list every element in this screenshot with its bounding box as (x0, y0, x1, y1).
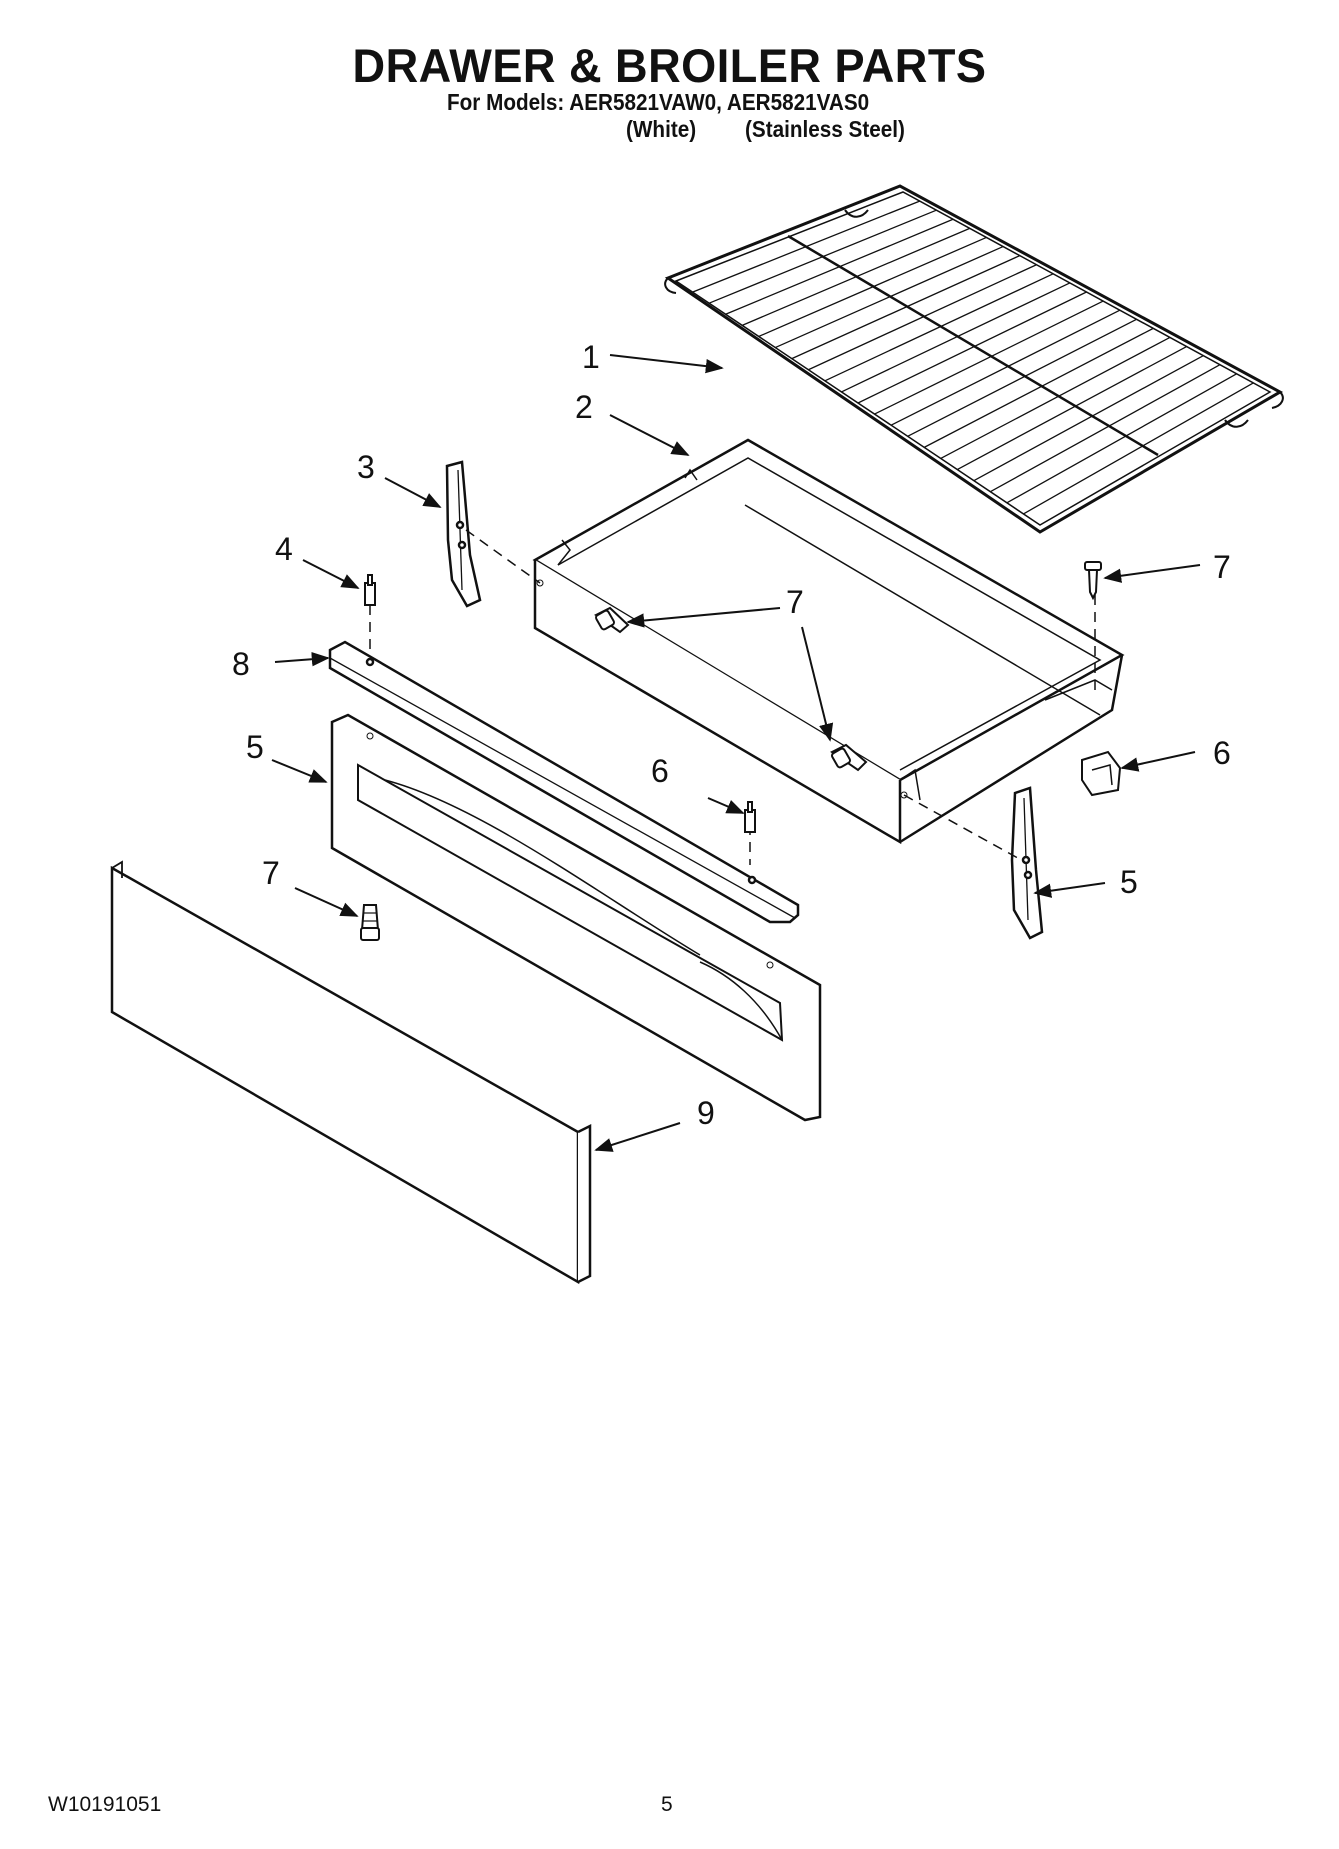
rack-bar (973, 355, 1204, 482)
callout-6-right: 6 (1213, 735, 1231, 771)
rack-bar (857, 291, 1087, 404)
oven-rack (664, 184, 1284, 534)
rack-bar (824, 273, 1054, 382)
callout-5-right: 5 (1120, 864, 1138, 900)
rail (328, 640, 800, 924)
rack-bar (791, 255, 1021, 360)
page-title: DRAWER & BROILER PARTS (352, 39, 987, 92)
rack-bar (1023, 382, 1254, 515)
variant-white: (White) (626, 116, 697, 142)
callout-7-top-right: 7 (1213, 549, 1231, 585)
callout-4: 4 (275, 531, 293, 567)
rack-bar (708, 209, 937, 304)
right-slide (1010, 786, 1044, 940)
rack-bar (741, 227, 970, 326)
clip-icon (1081, 750, 1122, 797)
screw-icon (360, 904, 380, 941)
callout-9: 9 (697, 1095, 715, 1131)
rack-bar (990, 364, 1221, 493)
rack-bar (692, 200, 920, 293)
page-number: 5 (661, 1793, 673, 1816)
rack-bar (874, 300, 1104, 415)
pin-icon (364, 574, 376, 606)
callout-5-left: 5 (246, 729, 264, 765)
rack-bar (923, 327, 1154, 448)
rack-bar (841, 282, 1071, 393)
rack-bar (940, 336, 1171, 460)
screw-icon (1084, 561, 1102, 601)
rack-bar (956, 345, 1187, 471)
callout-7-center: 7 (786, 584, 804, 620)
callout-2: 2 (575, 389, 593, 425)
rack-bar (907, 318, 1137, 437)
callout-7-lower-left: 7 (262, 855, 280, 891)
broiler-pan (532, 438, 1125, 845)
pin-icon (744, 801, 756, 833)
callout-8: 8 (232, 646, 250, 682)
rack-bar (725, 218, 954, 315)
rack-bar (758, 236, 987, 338)
variant-stainless: (Stainless Steel) (745, 116, 905, 142)
callout-6-center: 6 (651, 753, 669, 789)
callout-3: 3 (357, 449, 375, 485)
models-line: For Models: AER5821VAW0, AER5821VAS0 (447, 89, 870, 115)
left-slide (445, 460, 482, 608)
front-panel (330, 713, 822, 1122)
rack-bar (890, 309, 1121, 426)
document-number: W10191051 (48, 1793, 162, 1816)
rack-bar (808, 264, 1037, 371)
outer-panel (110, 860, 592, 1285)
callout-1: 1 (582, 339, 600, 375)
leader-arrows (271, 354, 1201, 1152)
rack-bar (1006, 373, 1237, 504)
rack-bar (775, 245, 1004, 349)
screw-icon (830, 743, 868, 772)
